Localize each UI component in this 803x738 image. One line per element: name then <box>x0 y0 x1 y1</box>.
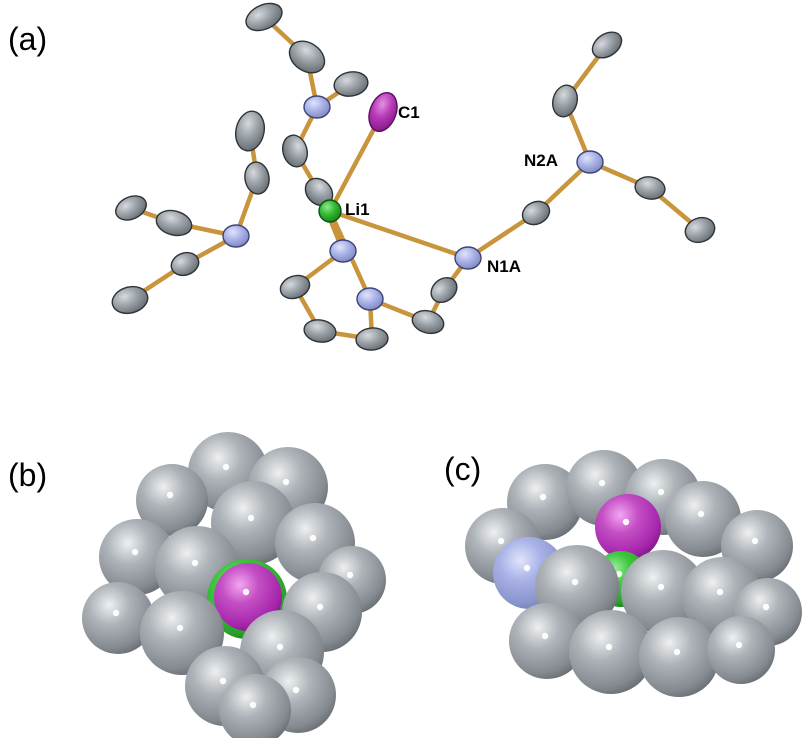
panel-c-spacefill-side-view: (c) <box>444 450 802 697</box>
sphere-C <box>621 550 705 634</box>
atom-C-ellipsoid <box>411 309 445 335</box>
atom-C-ellipsoid <box>170 251 200 277</box>
sphere-highlight-dot <box>571 578 579 586</box>
sphere-layer <box>82 432 386 738</box>
bond <box>327 208 471 261</box>
sphere-highlight-dot <box>523 564 531 572</box>
sphere-M <box>595 494 661 560</box>
atom-C-ellipsoid <box>155 209 193 237</box>
atom-label-Li1: Li1 <box>345 200 370 219</box>
atom-C-ellipsoid <box>234 110 266 152</box>
sphere-highlight-dot <box>697 510 705 518</box>
sphere-highlight-dot <box>541 632 549 640</box>
sphere-C <box>569 610 653 694</box>
sphere-layer <box>465 450 802 697</box>
atom-C-ellipsoid <box>111 285 149 315</box>
sphere-highlight-dot <box>622 518 630 526</box>
panel-c-label: (c) <box>444 451 481 487</box>
sphere-C <box>509 603 585 679</box>
sphere-highlight-dot <box>292 686 300 694</box>
atom-layer <box>111 2 716 351</box>
bond-layer <box>127 14 703 342</box>
sphere-highlight-dot <box>657 583 665 591</box>
sphere-highlight-dot <box>112 609 120 617</box>
sphere-highlight-dot <box>346 571 354 579</box>
atom-C-ellipsoid <box>245 2 283 32</box>
atom-C-ellipsoid <box>634 176 666 200</box>
atom-N-ellipsoid <box>222 224 250 248</box>
atom-label-N1A: N1A <box>487 257 521 276</box>
sphere-highlight-dot <box>191 559 199 567</box>
sphere-C <box>82 582 154 654</box>
sphere-highlight-dot <box>735 641 743 649</box>
sphere-highlight-dot <box>598 479 606 487</box>
panel-a-label: (a) <box>8 21 47 57</box>
sphere-highlight-dot <box>605 643 613 651</box>
sphere-highlight-dot <box>316 603 324 611</box>
atom-C-ellipsoid <box>591 31 623 59</box>
sphere-highlight-dot <box>716 588 724 596</box>
sphere-highlight-dot <box>131 548 139 556</box>
atom-C-ellipsoid <box>355 327 389 351</box>
atom-C-ellipsoid <box>303 319 337 343</box>
atom-N-ellipsoid <box>356 287 384 311</box>
atom-C-ellipsoid <box>684 216 716 244</box>
atom-C-ellipsoid <box>430 276 458 304</box>
sphere-highlight-dot <box>657 488 665 496</box>
atom-N-ellipsoid <box>576 150 604 174</box>
sphere-C <box>707 616 775 684</box>
sphere-C <box>136 464 208 536</box>
atom-C-ellipsoid <box>244 161 270 195</box>
sphere-highlight-dot <box>673 648 681 656</box>
sphere-C <box>639 617 719 697</box>
atom-C-ellipsoid <box>281 134 309 168</box>
sphere-highlight-dot <box>242 588 250 596</box>
atom-C-ellipsoid <box>551 84 579 118</box>
atom-C-ellipsoid <box>333 71 369 97</box>
sphere-highlight-dot <box>276 643 284 651</box>
sphere-highlight-dot <box>762 603 770 611</box>
sphere-highlight-dot <box>539 493 547 501</box>
sphere-highlight-dot <box>282 478 290 486</box>
sphere-highlight-dot <box>249 701 257 709</box>
atom-C1-ellipsoid <box>368 91 398 133</box>
panel-b-label: (b) <box>8 457 47 493</box>
sphere-highlight-dot <box>176 624 184 632</box>
sphere-C <box>211 481 295 565</box>
sphere-highlight-dot <box>497 537 505 545</box>
atom-N-ellipsoid <box>329 239 357 263</box>
atom-N-ellipsoid <box>303 95 331 119</box>
panel-b-spacefill-top-view: (b) <box>8 432 386 738</box>
atom-C-ellipsoid <box>279 274 311 300</box>
atom-C-ellipsoid <box>521 200 551 226</box>
sphere-highlight-dot <box>309 534 317 542</box>
atom-C-ellipsoid <box>288 40 326 74</box>
atom-label-C1: C1 <box>398 103 420 122</box>
sphere-highlight-dot <box>166 491 174 499</box>
atom-C-ellipsoid <box>115 195 147 221</box>
atom-Li-ellipsoid <box>318 199 342 223</box>
sphere-highlight-dot <box>219 677 227 685</box>
sphere-highlight-dot <box>247 514 255 522</box>
atom-N-ellipsoid <box>454 246 482 270</box>
atom-label-N2A: N2A <box>524 151 558 170</box>
sphere-highlight-dot <box>751 537 759 545</box>
sphere-highlight-dot <box>222 463 230 471</box>
